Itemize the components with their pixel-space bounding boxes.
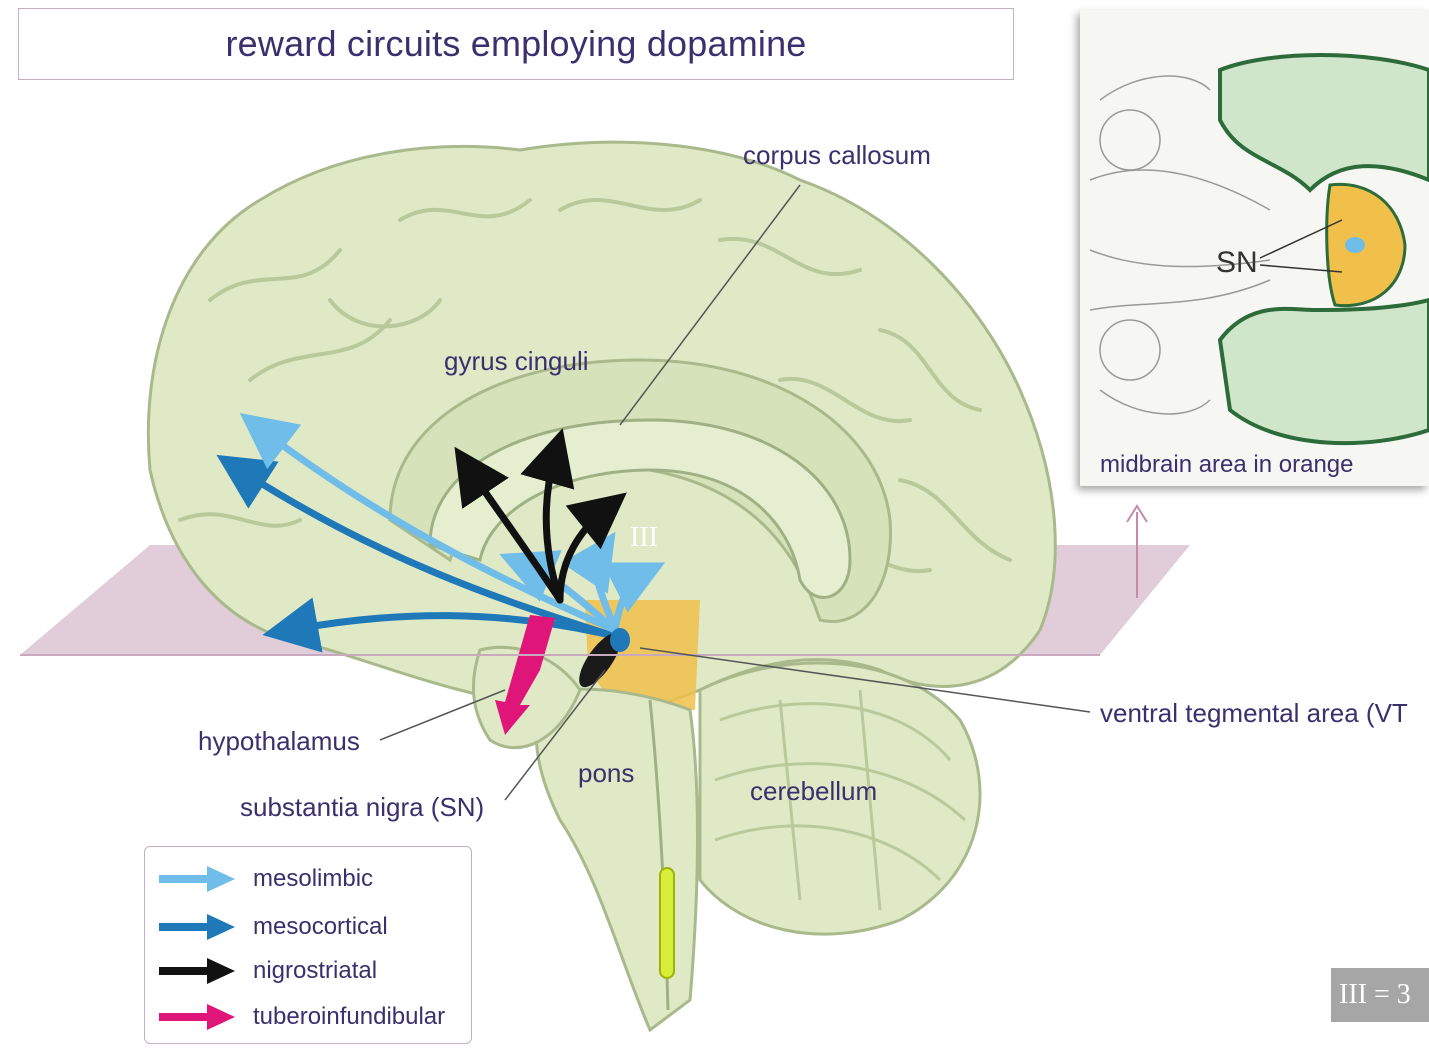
inset-midbrain bbox=[1327, 184, 1405, 305]
legend-label: tuberoinfundibular bbox=[253, 1003, 445, 1031]
vta-label: ventral tegmental area (VT bbox=[1100, 698, 1408, 729]
substantia-nigra-label: substantia nigra (SN) bbox=[240, 792, 484, 823]
legend-label: mesocortical bbox=[253, 913, 388, 941]
cortex-upper bbox=[1220, 55, 1429, 190]
legend-label: nigrostriatal bbox=[253, 957, 377, 985]
footnote-box: III = 3 bbox=[1331, 968, 1429, 1022]
legend-item-mesolimbic: mesolimbic bbox=[155, 859, 373, 899]
midbrain-inset: SN midbrain area in orange bbox=[1080, 10, 1429, 486]
mesocortical-arrow-icon bbox=[155, 912, 239, 942]
gyrus-cinguli-label: gyrus cinguli bbox=[444, 346, 589, 377]
nigrostriatal-arrow-icon bbox=[155, 956, 239, 986]
brainstem bbox=[536, 689, 697, 1030]
legend: mesolimbic mesocortical nigrostriatal tu… bbox=[144, 846, 472, 1044]
hypothalamus-label: hypothalamus bbox=[198, 726, 360, 757]
inset-caption: midbrain area in orange bbox=[1100, 451, 1354, 479]
legend-item-mesocortical: mesocortical bbox=[155, 907, 388, 947]
mesolimbic-arrow-icon bbox=[155, 864, 239, 894]
spinal-highlight bbox=[660, 868, 674, 978]
third-ventricle-label: III bbox=[630, 522, 658, 554]
tuberoinfundibular-arrow-icon bbox=[155, 1002, 239, 1032]
legend-label: mesolimbic bbox=[253, 865, 373, 893]
inset-sn-label: SN bbox=[1216, 246, 1258, 280]
legend-item-tuberoinfundibular: tuberoinfundibular bbox=[155, 997, 445, 1037]
legend-item-nigrostriatal: nigrostriatal bbox=[155, 951, 377, 991]
cortex-lower bbox=[1220, 300, 1429, 443]
corpus-callosum-label: corpus callosum bbox=[743, 140, 931, 171]
cerebellum-label: cerebellum bbox=[750, 776, 877, 807]
inset-vta bbox=[1345, 237, 1365, 253]
pons-label: pons bbox=[578, 758, 634, 789]
vta-shape bbox=[610, 628, 630, 652]
